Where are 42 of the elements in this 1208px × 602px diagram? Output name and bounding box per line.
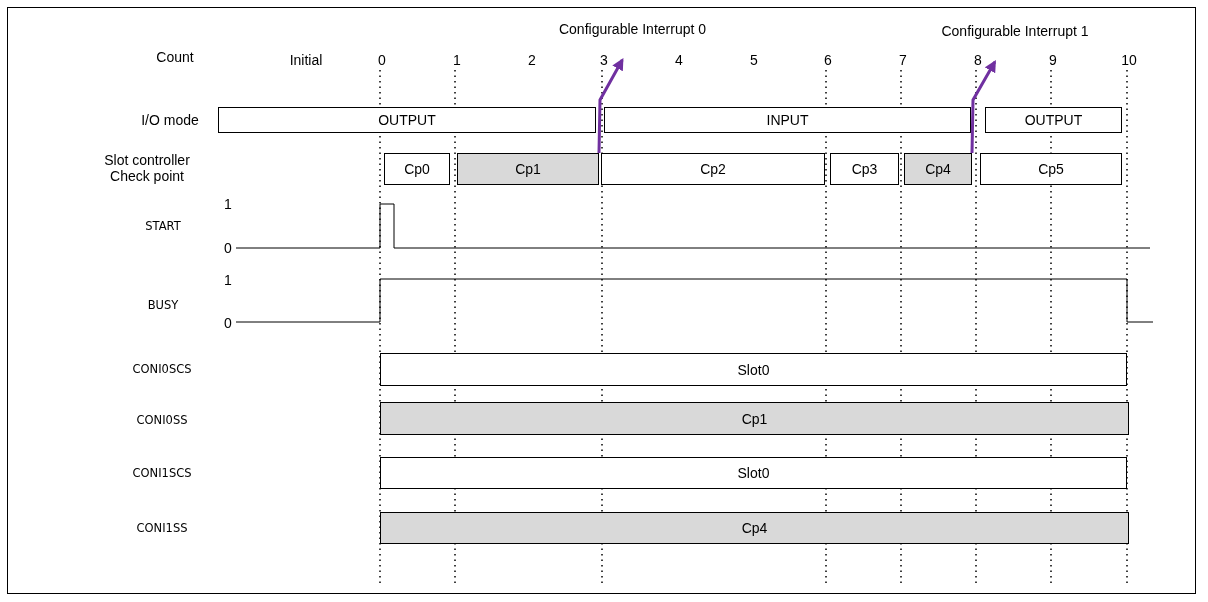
level-label: 1 xyxy=(224,196,232,212)
io-mode-bar: OUTPUT xyxy=(218,107,596,133)
annotation-text: Configurable Interrupt 1 xyxy=(941,23,1089,39)
column-label: Initial xyxy=(289,52,323,68)
signal-bar: Cp1 xyxy=(380,402,1129,435)
checkpoint-box: Cp4 xyxy=(904,153,972,185)
level-label: 0 xyxy=(224,240,232,256)
signal-name: CONI1SCS xyxy=(132,465,192,481)
signal-name: START xyxy=(145,218,181,234)
level-label: 0 xyxy=(224,315,232,331)
count-number: 5 xyxy=(750,52,758,68)
count-number: 10 xyxy=(1121,52,1137,68)
signal-name: CONI0SS xyxy=(136,412,188,428)
signal-bar: Cp4 xyxy=(380,512,1129,544)
signal-name: CONI1SS xyxy=(136,520,188,536)
count-number: 0 xyxy=(378,52,386,68)
count-number: 1 xyxy=(453,52,461,68)
signal-name: BUSY xyxy=(147,297,179,313)
signal-name: CONI0SCS xyxy=(132,361,192,377)
checkpoint-box: Cp1 xyxy=(457,153,599,185)
row-label: Count xyxy=(156,49,194,65)
count-number: 6 xyxy=(824,52,832,68)
checkpoint-box: Cp5 xyxy=(980,153,1122,185)
checkpoint-box: Cp3 xyxy=(830,153,899,185)
annotation-text: Configurable Interrupt 0 xyxy=(558,21,707,37)
count-number: 3 xyxy=(600,52,608,68)
row-label: I/O mode xyxy=(141,112,199,128)
io-mode-bar: INPUT xyxy=(604,107,971,133)
count-number: 8 xyxy=(974,52,982,68)
checkpoint-box: Cp2 xyxy=(601,153,825,185)
count-number: 4 xyxy=(675,52,683,68)
signal-bar: Slot0 xyxy=(380,457,1127,489)
count-number: 7 xyxy=(899,52,907,68)
level-label: 1 xyxy=(224,272,232,288)
io-mode-bar: OUTPUT xyxy=(985,107,1122,133)
arrow xyxy=(970,59,997,154)
checkpoint-box: Cp0 xyxy=(384,153,450,185)
row-label: Slot controller Check point xyxy=(103,152,191,184)
signal-bar: Slot0 xyxy=(380,353,1127,386)
arrow xyxy=(597,57,624,154)
count-number: 2 xyxy=(528,52,536,68)
count-number: 9 xyxy=(1049,52,1057,68)
